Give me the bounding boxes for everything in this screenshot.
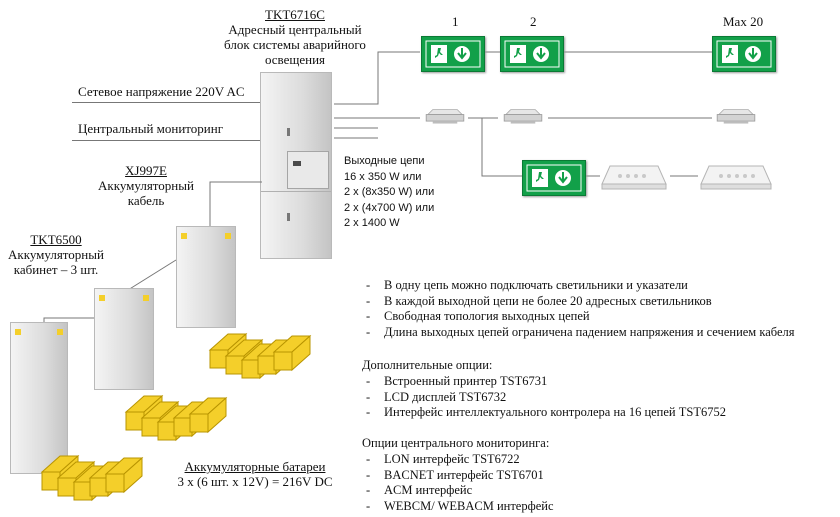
exit-sign-icon: [712, 36, 776, 72]
central-unit-cabinet: [260, 72, 332, 259]
monitoring-option-item: LON интерфейс TST6722: [362, 452, 554, 468]
battery-cabinet-desc-1: Аккумуляторный: [8, 247, 104, 262]
batteries-formula: 3 x (6 шт. x 12V) = 216V DC: [177, 474, 333, 489]
feature-item: Свободная топология выходных цепей: [362, 309, 795, 325]
feature-item: В одну цепь можно подключать светильники…: [362, 278, 795, 294]
cabinet-door-divider: [261, 191, 331, 192]
downlight-icon: [716, 109, 756, 124]
batteries-label: Аккумуляторные батареи 3 x (6 шт. x 12V)…: [160, 459, 350, 489]
bulkhead-luminaire-icon: [601, 165, 667, 190]
cabinet-latch: [181, 233, 187, 239]
cabinet-icon: [176, 226, 236, 328]
central-unit-model: TKT6716C: [265, 7, 325, 22]
battery-cabinet-desc-2: кабинет – 3 шт.: [13, 262, 99, 277]
battery-cabinet-label: TKT6500 Аккумуляторный кабинет – 3 шт.: [0, 232, 112, 277]
feature-item: В каждой выходной цепи не более 20 адрес…: [362, 294, 795, 310]
batteries-title: Аккумуляторные батареи: [184, 459, 326, 474]
battery-group-1: [208, 332, 312, 380]
output-circuits-heading: Выходные цепи: [344, 155, 425, 167]
cabinet-display-panel: [287, 151, 329, 189]
output-option-4: 2 x 1400 W: [344, 217, 400, 229]
additional-option-item: LCD дисплей TST6732: [362, 390, 726, 406]
output-circuits-block: Выходные цепи 16 x 350 W или 2 x (8x350 …: [344, 154, 434, 232]
additional-option-item: Встроенный принтер TST6731: [362, 374, 726, 390]
battery-cabinet-model: TKT6500: [30, 232, 82, 247]
mains-line: [72, 102, 260, 103]
cabinet-door-handle-lower: [287, 213, 290, 221]
exit-sign-icon: [522, 160, 586, 196]
cabinet-icon: [10, 322, 68, 474]
monitoring-options-list: LON интерфейс TST6722 BACNET интерфейс T…: [362, 452, 554, 514]
battery-icon: [40, 454, 144, 502]
battery-icon: [208, 332, 312, 380]
cabinet-indicator: [293, 161, 301, 166]
central-monitoring-label: Центральный мониторинг: [78, 121, 224, 136]
output-option-3: 2 x (4x700 W) или: [344, 201, 435, 214]
monitoring-option-item: ACM интерфейс: [362, 483, 554, 499]
monitoring-option-item: BACNET интерфейс TST6701: [362, 468, 554, 484]
cabinet-door-handle-upper: [287, 128, 290, 136]
monitoring-line: [72, 140, 260, 141]
output-option-1: 16 x 350 W или: [344, 170, 422, 183]
additional-options-list: Встроенный принтер TST6731 LCD дисплей T…: [362, 374, 726, 421]
luminaire-number-max: Max 20: [723, 14, 764, 29]
battery-cable-model: XJ997E: [125, 163, 167, 178]
battery-group-3: [40, 454, 144, 502]
battery-cable-label: XJ997E Аккумуляторный кабель: [88, 163, 204, 208]
output-option-2: 2 x (8x350 W) или: [344, 186, 435, 198]
central-unit-desc-2: блок системы аварийного: [224, 37, 366, 52]
downlight-icon: [503, 109, 543, 124]
cabinet-icon: [94, 288, 154, 390]
monitoring-option-item: WEBCM/ WEBACM интерфейс: [362, 499, 554, 515]
battery-cable-desc-1: Аккумуляторный: [98, 178, 194, 193]
cabinet-latch: [143, 295, 149, 301]
central-unit-label: TKT6716C Адресный центральный блок систе…: [200, 7, 390, 67]
cabinet-latch: [99, 295, 105, 301]
cabinet-latch: [225, 233, 231, 239]
exit-sign-icon: [421, 36, 485, 72]
exit-sign-icon: [500, 36, 564, 72]
additional-option-item: Интерфейс интеллектуального контролера н…: [362, 405, 726, 421]
additional-options-title: Дополнительные опции:: [362, 358, 493, 372]
bulkhead-luminaire-icon: [700, 165, 772, 190]
battery-cable-desc-2: кабель: [127, 193, 165, 208]
luminaire-number-2: 2: [530, 14, 537, 29]
features-list: В одну цепь можно подключать светильники…: [362, 278, 795, 340]
mains-voltage-label: Сетевое напряжение 220V AC: [78, 84, 245, 99]
central-unit-desc-1: Адресный центральный: [228, 22, 362, 37]
monitoring-options-title: Опции центрального мониторинга:: [362, 436, 550, 450]
battery-icon: [124, 394, 228, 442]
central-unit-desc-3: освещения: [264, 52, 326, 67]
battery-group-2: [124, 394, 228, 442]
cabinet-latch: [57, 329, 63, 335]
luminaire-number-1: 1: [452, 14, 459, 29]
feature-item: Длина выходных цепей ограничена падением…: [362, 325, 795, 341]
downlight-icon: [425, 109, 465, 124]
cabinet-latch: [15, 329, 21, 335]
